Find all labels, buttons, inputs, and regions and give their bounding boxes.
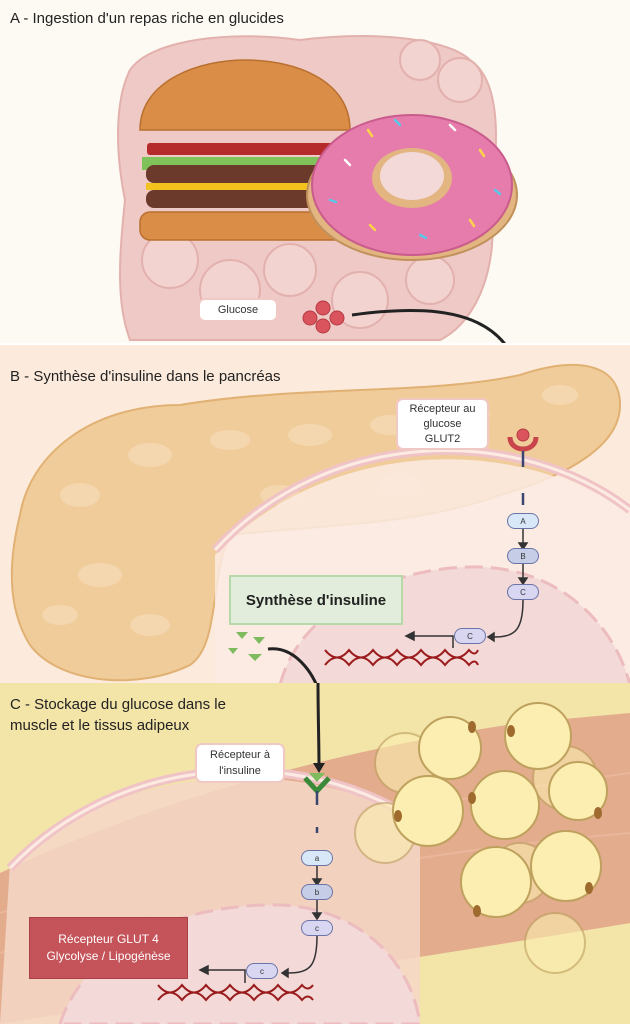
insulin-arrow xyxy=(267,647,319,685)
nucleus-step-c: c xyxy=(246,963,278,979)
result-line: Glycolyse / Lipogénèse xyxy=(46,949,171,963)
panel-b-pancreas: B - Synthèse d'insuline dans le pancréas… xyxy=(0,343,630,685)
glut2-receptor-icon xyxy=(507,428,539,505)
panel-a-ingestion: A - Ingestion d'un repas riche en glucid… xyxy=(0,0,630,343)
glut2-receptor-label: Récepteur au glucose GLUT2 xyxy=(396,398,489,450)
glucose-molecules-icon xyxy=(302,300,345,334)
panel-c-storage: C - Stockage du glucose dans le muscle e… xyxy=(0,683,630,1024)
pathway-step-a: a xyxy=(301,850,333,866)
label-line: GLUT2 xyxy=(424,432,461,445)
insulin-synthesis-box: Synthèse d'insuline xyxy=(229,575,403,625)
pathway-step-a: A xyxy=(507,513,539,529)
adipocyte-nuclei xyxy=(394,721,602,917)
dna-icon xyxy=(324,648,479,667)
glut4-result-box: Récepteur GLUT 4 Glycolyse / Lipogénèse xyxy=(29,917,188,979)
hamburger-icon xyxy=(139,59,351,241)
panel-a-title: A - Ingestion d'un repas riche en glucid… xyxy=(10,10,284,27)
donut-icon xyxy=(306,114,518,261)
label-line: glucose xyxy=(423,417,462,430)
title-line: C - Stockage du glucose dans le xyxy=(10,696,226,713)
panel-c-illustration xyxy=(0,683,630,1024)
label-line: Récepteur à xyxy=(210,749,270,761)
insulin-receptor-icon xyxy=(303,773,331,833)
label-line: Récepteur au xyxy=(409,402,476,415)
pathway-step-b: B xyxy=(507,548,539,564)
panel-a-illustration xyxy=(117,35,518,343)
glucose-label: Glucose xyxy=(198,298,278,322)
insulin-receptor-label: Récepteur à l'insuline xyxy=(195,743,285,783)
pathway-step-c: C xyxy=(507,584,539,600)
pathway-step-b: b xyxy=(301,884,333,900)
label-line: l'insuline xyxy=(219,765,261,777)
glucose-arrow xyxy=(351,308,506,343)
panel-b-title: B - Synthèse d'insuline dans le pancréas xyxy=(10,368,281,385)
title-line: muscle et le tissus adipeux xyxy=(10,717,190,734)
pathway-step-c: c xyxy=(301,920,333,936)
nucleus-step-c: C xyxy=(454,628,486,644)
panel-c-title: C - Stockage du glucose dans le muscle e… xyxy=(10,694,226,736)
result-line: Récepteur GLUT 4 xyxy=(58,932,159,946)
adipocytes-icon xyxy=(354,702,608,974)
dna-icon xyxy=(157,983,314,1002)
insulin-molecules-icon xyxy=(228,632,265,661)
